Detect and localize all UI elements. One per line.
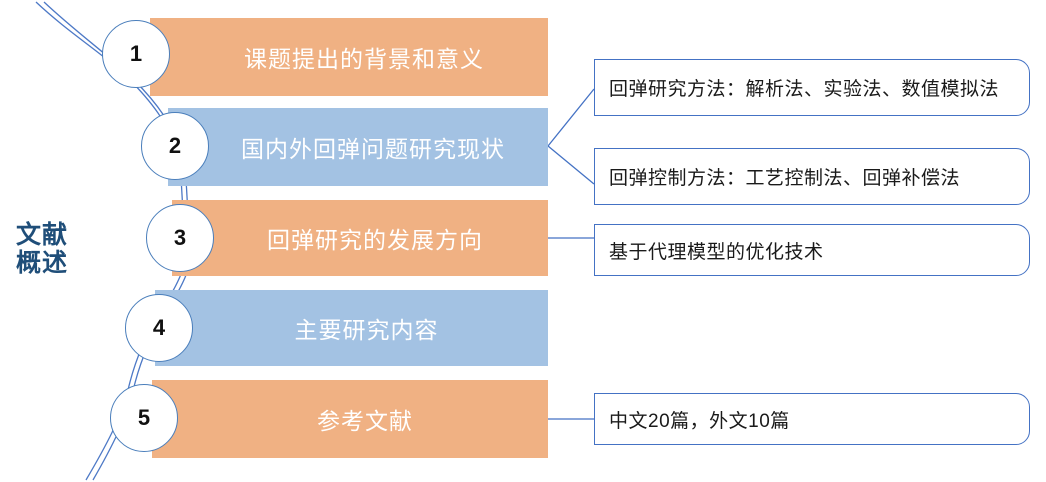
page-title: 文献 概述 bbox=[16, 221, 116, 277]
stage-number-2: 2 bbox=[168, 133, 182, 158]
stage-label-2: 国内外回弹问题研究现状 bbox=[241, 136, 505, 162]
stage-bar-4[interactable]: 主要研究内容 bbox=[155, 290, 548, 366]
detail-text-1: 回弹研究方法：解析法、实验法、数值模拟法 bbox=[609, 79, 1000, 100]
detail-box-3[interactable]: 基于代理模型的优化技术 bbox=[594, 224, 1030, 276]
stage-circle-1[interactable]: 1 bbox=[102, 20, 170, 88]
stage-label-1: 课题提出的背景和意义 bbox=[244, 46, 484, 72]
stage-number-5: 5 bbox=[137, 405, 151, 430]
page-title-line1: 文献 bbox=[16, 221, 69, 249]
stage-label-3: 回弹研究的发展方向 bbox=[267, 227, 483, 253]
stage-bar-1[interactable]: 课题提出的背景和意义 bbox=[150, 18, 548, 96]
stage-circle-3[interactable]: 3 bbox=[146, 204, 214, 272]
stage-number-3: 3 bbox=[173, 225, 187, 250]
detail-box-1[interactable]: 回弹研究方法：解析法、实验法、数值模拟法 bbox=[594, 59, 1030, 116]
detail-box-4[interactable]: 中文20篇，外文10篇 bbox=[594, 393, 1030, 445]
stage-bar-5[interactable]: 参考文献 bbox=[152, 380, 548, 458]
stage-number-4: 4 bbox=[152, 315, 166, 340]
stage-circle-2[interactable]: 2 bbox=[141, 112, 209, 180]
connector-stage2-detail1 bbox=[547, 88, 595, 147]
stage-label-5: 参考文献 bbox=[317, 408, 413, 434]
detail-text-2: 回弹控制方法：工艺控制法、回弹补偿法 bbox=[609, 168, 961, 189]
stage-label-4: 主要研究内容 bbox=[294, 317, 439, 343]
stage-number-1: 1 bbox=[129, 41, 143, 66]
stage-bar-2[interactable]: 国内外回弹问题研究现状 bbox=[168, 108, 548, 186]
detail-box-2[interactable]: 回弹控制方法：工艺控制法、回弹补偿法 bbox=[594, 148, 1030, 205]
detail-text-3: 基于代理模型的优化技术 bbox=[609, 241, 824, 263]
connector-stage2-detail2 bbox=[547, 145, 595, 185]
stage-circle-5[interactable]: 5 bbox=[110, 384, 178, 452]
page-title-line2: 概述 bbox=[16, 249, 69, 277]
stage-circle-4[interactable]: 4 bbox=[125, 294, 193, 362]
detail-text-4: 中文20篇，外文10篇 bbox=[609, 410, 790, 432]
stage-bar-3[interactable]: 回弹研究的发展方向 bbox=[172, 200, 548, 276]
